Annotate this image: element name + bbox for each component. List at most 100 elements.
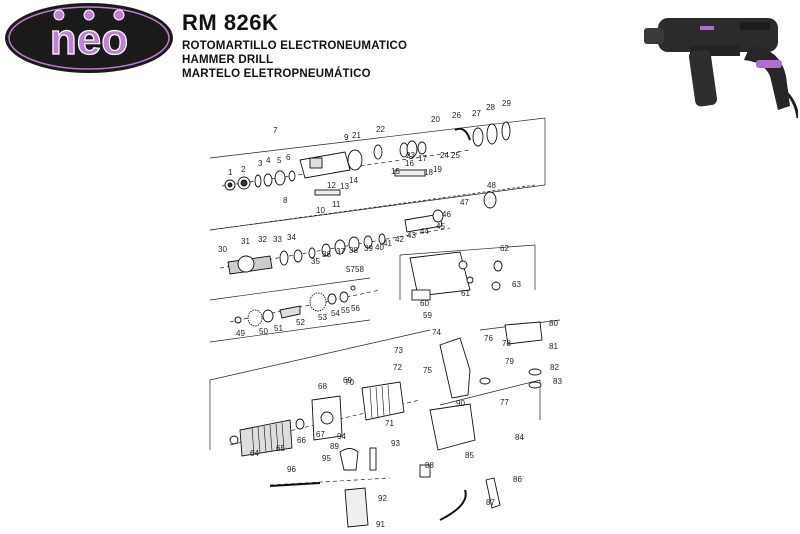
title-portuguese: MARTELO ELETROPNEUMÁTICO <box>182 68 371 80</box>
part-number-label: 19 <box>433 165 442 174</box>
part-number-label: 71 <box>385 419 394 428</box>
part-number-label: 92 <box>378 494 387 503</box>
part-number-label: 82 <box>550 363 559 372</box>
part-number-label: 29 <box>502 99 511 108</box>
part-number-label: 30 <box>218 245 227 254</box>
part-number-label: 7 <box>273 126 278 135</box>
part-number-label: 16 <box>405 159 414 168</box>
part-number-label: 63 <box>512 280 521 289</box>
part-number-label: 14 <box>349 176 358 185</box>
part-number-label: 24 <box>440 151 449 160</box>
part-number-label: 12 <box>327 181 336 190</box>
part-number-label: 4 <box>266 156 271 165</box>
part-number-label: 26 <box>452 111 461 120</box>
part-number-label: 5 <box>277 156 282 165</box>
part-number-label: 39 <box>364 244 373 253</box>
part-number-label: 60 <box>420 299 429 308</box>
part-number-label: 6 <box>286 153 291 162</box>
part-number-label: 70 <box>345 378 354 387</box>
part-number-label: 73 <box>394 346 403 355</box>
part-number-label: 50 <box>259 327 268 336</box>
part-number-label: 45 <box>436 222 445 231</box>
part-number-label: 84 <box>515 433 524 442</box>
part-number-label: 10 <box>316 206 325 215</box>
part-number-label: 23 <box>406 151 415 160</box>
hammer-drill-photo <box>644 18 798 118</box>
part-number-label: 25 <box>451 151 460 160</box>
part-number-label: 34 <box>287 233 296 242</box>
part-number-label: 78 <box>502 339 511 348</box>
part-number-label: 18 <box>424 168 433 177</box>
part-number-label: 91 <box>376 520 385 529</box>
part-number-label: 9 <box>344 133 349 142</box>
part-number-label: 35 <box>311 257 320 266</box>
part-number-label: 93 <box>391 439 400 448</box>
part-number-label: 2 <box>241 165 246 174</box>
title-spanish: ROTOMARTILLO ELECTRONEUMATICO <box>182 40 408 52</box>
part-number-label: 61 <box>461 289 470 298</box>
part-number-label: 31 <box>241 237 250 246</box>
part-number-label: 33 <box>273 235 282 244</box>
part-number-label: 95 <box>322 454 331 463</box>
part-number-label: 13 <box>340 182 349 191</box>
part-number-label: 53 <box>318 313 327 322</box>
part-number-label: 56 <box>351 304 360 313</box>
part-number-label: 49 <box>236 329 245 338</box>
part-number-label: 46 <box>442 210 451 219</box>
part-number-label: 22 <box>376 125 385 134</box>
part-number-label: 58 <box>355 265 364 274</box>
part-number-label: 74 <box>432 328 441 337</box>
part-number-label: 86 <box>513 475 522 484</box>
part-number-label: 32 <box>258 235 267 244</box>
part-number-label: 81 <box>549 342 558 351</box>
part-number-label: 27 <box>472 109 481 118</box>
part-number-label: 43 <box>407 231 416 240</box>
part-number-label: 90 <box>456 399 465 408</box>
part-number-label: 79 <box>505 357 514 366</box>
part-number-label: 21 <box>352 131 361 140</box>
part-number-label: 51 <box>274 324 283 333</box>
part-number-label: 88 <box>425 461 434 470</box>
part-number-label: 85 <box>465 451 474 460</box>
model-title: RM 826K <box>182 10 279 35</box>
part-number-label: 80 <box>549 319 558 328</box>
part-number-label: 66 <box>297 436 306 445</box>
part-number-label: 3 <box>258 159 263 168</box>
part-number-label: 65 <box>276 444 285 453</box>
part-number-label: 20 <box>431 115 440 124</box>
part-number-label: 64 <box>250 449 259 458</box>
part-number-label: 41 <box>383 239 392 248</box>
part-number-label: 37 <box>336 247 345 256</box>
part-number-label: 72 <box>393 363 402 372</box>
part-number-label: 17 <box>418 154 427 163</box>
part-number-label: 67 <box>316 430 325 439</box>
part-number-label: 96 <box>287 465 296 474</box>
part-number-label: 15 <box>391 167 400 176</box>
part-number-label: 42 <box>395 235 404 244</box>
logo-text: neo <box>50 15 128 64</box>
part-number-label: 48 <box>487 181 496 190</box>
part-number-label: 28 <box>486 103 495 112</box>
part-number-label: 11 <box>332 200 341 209</box>
part-number-label: 69 <box>343 376 352 385</box>
part-number-label: 44 <box>420 227 429 236</box>
part-number-label: 59 <box>423 311 432 320</box>
part-number-label: 54 <box>331 309 340 318</box>
part-number-label: 36 <box>322 250 331 259</box>
part-number-label: 52 <box>296 318 305 327</box>
part-number-label: 55 <box>341 306 350 315</box>
neo-logo: neo <box>5 3 173 73</box>
part-number-label: 83 <box>553 377 562 386</box>
part-number-label: 1 <box>228 168 233 177</box>
part-number-label: 68 <box>318 382 327 391</box>
part-number-label: 77 <box>500 398 509 407</box>
part-number-label: 40 <box>375 243 384 252</box>
part-number-label: 89 <box>330 442 339 451</box>
part-number-label: 62 <box>500 244 509 253</box>
part-number-label: 76 <box>484 334 493 343</box>
part-number-label: 47 <box>460 198 469 207</box>
part-number-label: 8 <box>283 196 288 205</box>
part-number-label: 75 <box>423 366 432 375</box>
title-english: HAMMER DRILL <box>182 54 274 66</box>
